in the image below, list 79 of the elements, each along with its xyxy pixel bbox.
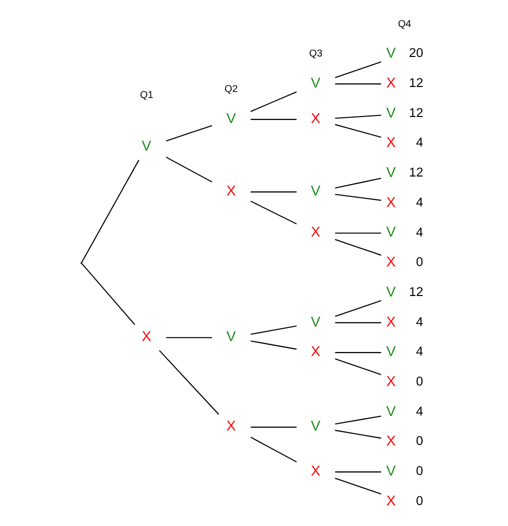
connector [334, 114, 381, 119]
node-text: V [386, 463, 396, 480]
node-label: 12 [408, 164, 423, 180]
node-text: X [386, 75, 396, 92]
connector [334, 322, 381, 324]
node-text: V [386, 105, 396, 122]
connector [158, 350, 219, 415]
connector [166, 337, 212, 338]
node-text: X [386, 374, 396, 390]
node-text: X [226, 183, 236, 200]
node-text: X [386, 194, 396, 211]
node-text: V [310, 75, 320, 92]
connector [250, 340, 296, 350]
node-label: 4 [416, 403, 423, 418]
node-label: 4 [416, 314, 423, 329]
connector [250, 326, 296, 335]
connector [334, 430, 381, 439]
node-text: X [310, 463, 320, 480]
connector [334, 194, 381, 201]
node-label: 0 [416, 463, 423, 478]
node-label: 12 [408, 104, 423, 120]
node-label: 0 [416, 433, 423, 448]
node-text: V [386, 284, 396, 300]
node-text: X [141, 329, 151, 346]
node-label: 4 [416, 344, 423, 359]
node-label: 0 [416, 492, 423, 508]
connector [334, 478, 381, 494]
connector [250, 426, 296, 428]
label: Q2 [224, 84, 238, 96]
connector [165, 156, 212, 182]
connector [334, 61, 381, 78]
node-text: X [386, 135, 396, 152]
label: Q4 [397, 18, 411, 30]
node-label: 4 [416, 134, 423, 150]
label: Q3 [308, 48, 322, 60]
node-text: X [226, 418, 236, 435]
node-label: 4 [416, 224, 423, 240]
node-label: 4 [416, 194, 423, 210]
node-text: V [226, 329, 236, 346]
connector [334, 352, 381, 354]
node-text: X [386, 493, 396, 510]
node-text: V [386, 344, 396, 360]
connector [165, 125, 212, 142]
node-label: 12 [408, 75, 423, 90]
connector [334, 358, 381, 376]
node-text: V [310, 183, 320, 200]
connector [334, 232, 381, 234]
node-text: X [386, 434, 396, 450]
connector [250, 91, 296, 112]
connector [334, 471, 381, 472]
connector [334, 238, 381, 256]
connector [250, 200, 296, 224]
connector [250, 191, 296, 192]
node-text: X [386, 314, 396, 330]
node-point [80, 262, 82, 264]
connector [334, 124, 381, 138]
node-text: V [226, 111, 236, 127]
node-text: V [141, 138, 151, 155]
node-text: V [386, 404, 396, 420]
node-label: 0 [416, 254, 423, 270]
connector [250, 118, 296, 120]
connector [334, 416, 381, 425]
node-text: V [310, 314, 320, 330]
node-label: 12 [408, 284, 423, 299]
node-text: V [386, 46, 396, 62]
connector [334, 300, 381, 317]
node-text: X [386, 254, 396, 271]
node-label: 0 [416, 374, 423, 389]
node-text: X [310, 224, 320, 241]
label: Q1 [139, 90, 153, 101]
node-label: 20 [408, 45, 423, 60]
connector [250, 436, 296, 462]
node-text: V [386, 224, 396, 241]
connector [334, 178, 381, 189]
node-text: X [310, 111, 320, 127]
node-text: X [310, 344, 320, 360]
node-text: V [386, 165, 396, 182]
node-text: V [310, 418, 320, 435]
connector [334, 83, 381, 84]
